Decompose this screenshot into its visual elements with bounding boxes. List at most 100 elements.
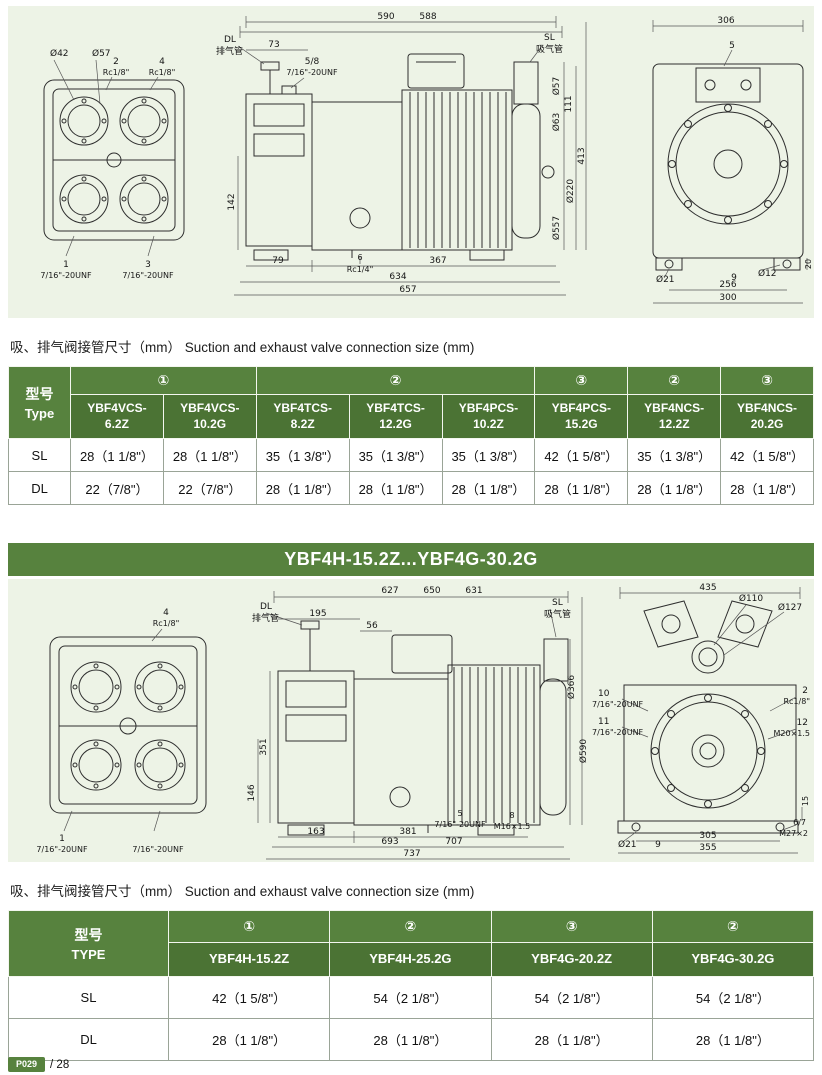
type-label-cn: 型号 — [74, 927, 103, 943]
size-value: 35（1 3/8"） — [255, 438, 350, 472]
dim-label: 6 — [357, 253, 362, 262]
dim-label: 195 — [309, 609, 326, 619]
model-header: YBF4NCS-12.2Z — [627, 394, 722, 439]
row-label: SL — [8, 976, 169, 1019]
end-view-drawing-2 — [617, 600, 799, 834]
type-label-en: Type — [24, 406, 55, 421]
drawing-panel-2: 4 Rc1/8" 1 7/16"-20UNF 7/16"-20UNF — [8, 579, 814, 862]
side-view-2-dimensions — [257, 591, 583, 860]
suction-pipe-label: SL — [552, 598, 563, 608]
dim-label: M27×2 — [779, 829, 808, 838]
size-value: 28（1 1/8"） — [441, 471, 536, 505]
dim-label: Ø590 — [578, 739, 589, 764]
dim-label: 707 — [445, 837, 462, 847]
type-label-en: TYPE — [71, 947, 106, 962]
suction-pipe-label: SL — [544, 33, 555, 43]
dim-label: Ø557 — [551, 216, 562, 240]
size-value: 28（1 1/8"） — [534, 471, 629, 505]
table2-group-row: 型号 TYPE ① ② ③ ② — [8, 910, 815, 977]
dim-label: 10 — [598, 689, 610, 699]
dim-label: 1 — [63, 260, 69, 270]
dim-label: Ø127 — [778, 602, 802, 613]
size-value: 42（1 5/8"） — [534, 438, 629, 472]
dim-label: 300 — [719, 293, 736, 303]
model-header: YBF4VCS-6.2Z — [70, 394, 164, 439]
dim-label: 693 — [381, 837, 398, 847]
dim-label: 631 — [465, 586, 482, 596]
dim-label: 435 — [699, 583, 716, 593]
table1-type-header: 型号 Type — [8, 366, 71, 439]
size-value: 28（1 1/8"） — [167, 1018, 331, 1061]
model-header: YBF4TCS-8.2Z — [255, 394, 350, 439]
group-header-2: ② — [329, 910, 492, 943]
model-header: YBF4G-30.2G — [651, 942, 815, 977]
model-header: YBF4H-15.2Z — [167, 942, 331, 977]
side-view-dimensions — [234, 16, 587, 296]
table2-model-row: YBF4H-15.2Z YBF4H-25.2G YBF4G-20.2Z YBF4… — [9, 942, 815, 977]
dim-label: 146 — [247, 784, 257, 801]
front-view-2-dimensions — [63, 628, 163, 832]
dim-label: 4 — [163, 608, 169, 618]
side-view-drawing-2 — [277, 620, 569, 836]
row-label: DL — [8, 471, 71, 505]
size-value: 28（1 1/8"） — [162, 438, 257, 472]
size-value: 54（2 1/8"） — [329, 976, 492, 1019]
size-value: 54（2 1/8"） — [490, 976, 653, 1019]
model-header: YBF4PCS-10.2Z — [441, 394, 536, 439]
table-row-dl: DL 22（7/8"） 22（7/8"） 28（1 1/8"） 28（1 1/8… — [8, 471, 814, 505]
model-header: YBF4H-25.2G — [329, 942, 492, 977]
dim-label: 657 — [399, 285, 416, 295]
group-header-1: ① — [70, 366, 257, 395]
row-label: DL — [8, 1018, 169, 1061]
size-value: 42（1 5/8"） — [167, 976, 331, 1019]
dim-label: Ø57 — [551, 77, 562, 96]
dim-label: 73 — [268, 40, 279, 50]
dim-label: 7/16"-20UNF — [36, 845, 88, 854]
group-header-4: ② — [627, 366, 722, 395]
suction-pipe-label-cn: 吸气管 — [536, 43, 563, 55]
model-header: YBF4VCS-10.2G — [162, 394, 257, 439]
dim-label: 11 — [598, 717, 609, 727]
dim-label: 9 — [731, 273, 737, 283]
dim-label: 355 — [699, 843, 716, 853]
dim-label: 7/16"-20UNF — [122, 271, 174, 280]
section2-caption: 吸、排气阀接管尺寸（mm） Suction and exhaust valve … — [10, 884, 475, 899]
dim-label: Ø21 — [656, 274, 675, 285]
section1-caption: 吸、排气阀接管尺寸（mm） Suction and exhaust valve … — [10, 340, 475, 355]
dim-label: Ø57 — [92, 48, 111, 59]
dim-label: 2 — [802, 686, 808, 696]
dim-label: Ø220 — [565, 179, 576, 204]
end-view-2-dimensions — [618, 587, 803, 854]
dim-label: M16×1.5 — [494, 822, 531, 831]
dim-label: 7/16"-20UNF — [132, 845, 184, 854]
dim-label: Ø42 — [50, 48, 69, 59]
size-value: 28（1 1/8"） — [720, 471, 814, 505]
dim-label: 7/16"-20UNF — [286, 68, 338, 77]
side-view-drawing — [245, 53, 555, 261]
size-value: 28（1 1/8"） — [651, 1018, 815, 1061]
dim-label: 2 — [113, 57, 119, 67]
dim-label: Ø21 — [618, 839, 637, 850]
dim-label: 20 — [804, 259, 813, 269]
dim-label: 5/8 — [305, 57, 320, 67]
dim-label: 590 — [377, 12, 394, 22]
discharge-pipe-label: DL — [224, 35, 236, 45]
dim-label: 142 — [227, 193, 237, 210]
dim-label: 9 — [655, 840, 661, 850]
size-value: 22（7/8"） — [70, 471, 164, 505]
row-label: SL — [8, 438, 71, 472]
dim-label: 56 — [366, 621, 378, 631]
dim-label: 6/7 — [793, 818, 806, 827]
end-view-dimensions — [652, 20, 808, 304]
type-label-cn: 型号 — [25, 386, 54, 402]
front-view-drawing-2 — [49, 636, 207, 814]
dim-label: Rc1/8" — [153, 619, 180, 628]
size-value: 28（1 1/8"） — [348, 471, 443, 505]
catalog-page: { "colors": { "header_green": "#57823E",… — [0, 6, 822, 1075]
dim-label: Ø12 — [758, 268, 777, 279]
model-header: YBF4NCS-20.2G — [720, 394, 814, 439]
dim-label: Rc1/8" — [783, 697, 810, 706]
technical-drawing-set-2: 4 Rc1/8" 1 7/16"-20UNF 7/16"-20UNF — [36, 583, 810, 860]
group-header-3: ③ — [490, 910, 653, 943]
table1-model-row: YBF4VCS-6.2Z YBF4VCS-10.2G YBF4TCS-8.2Z … — [9, 394, 814, 439]
